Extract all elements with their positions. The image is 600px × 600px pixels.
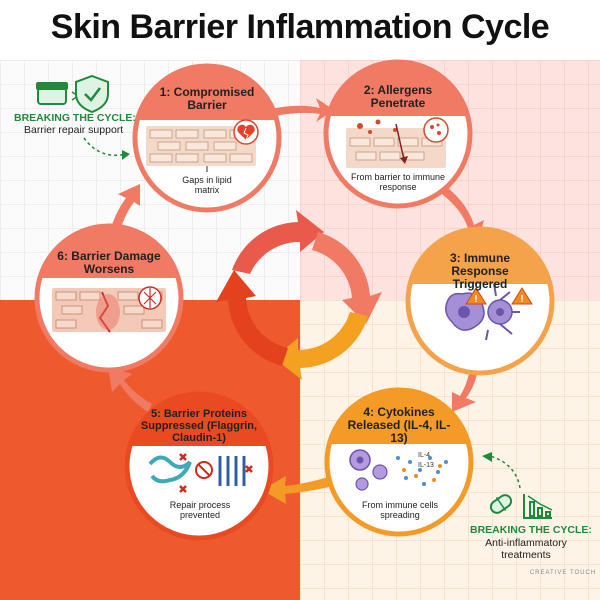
prohibited-icon: [195, 461, 213, 479]
immune-cell-icon: [349, 449, 388, 491]
breaking-cycle-left-text: Barrier repair support: [24, 124, 124, 136]
immune-cell-icon: [445, 283, 520, 341]
cream-jar-icon: [36, 82, 68, 105]
step-2-title: 2: Allergens Penetrate: [363, 83, 433, 110]
step-6-title: 6: Barrier Damage Worsens: [57, 249, 161, 276]
membrane-protein-icon: [218, 456, 246, 486]
cytokine-label-il4: IL-4: [418, 452, 431, 459]
step-3-circle: ! !: [405, 226, 555, 376]
step-6-circle: [34, 223, 184, 373]
arrow-4-to-5: [262, 476, 334, 504]
chart-icon: [523, 494, 553, 519]
outer-arrows: [108, 98, 484, 504]
svg-text:!: !: [474, 294, 477, 305]
step-5-title: 5: Barrier Proteins Suppressed (Flaggrin…: [140, 408, 258, 444]
warning-triangle-icon: ! !: [465, 287, 533, 305]
step-4-caption: From immune cells spreading: [361, 500, 438, 520]
breaking-cycle-right-graphic: [482, 452, 553, 519]
step-5-caption: Repair process prevented: [169, 500, 231, 520]
step-4-circle: [324, 387, 474, 537]
cytokine-label-il13: IL-13: [418, 462, 434, 469]
arrow-1-to-2: [258, 98, 334, 122]
center-cycle-arrows: [216, 210, 382, 380]
step-1-caption: Gaps in lipid matrix: [182, 175, 232, 195]
protein-chain-icon: [148, 455, 192, 484]
watermark-logo: CREATIVE TOUCH: [529, 570, 597, 576]
step-3-title: 3: Immune Response Triggered: [449, 251, 510, 291]
allergen-particles-icon: [357, 117, 449, 143]
step-5-circle: [124, 391, 274, 541]
pill-icon: [489, 494, 513, 514]
breaking-cycle-right-heading: BREAKING THE CYCLE:: [470, 524, 592, 536]
arrow-3-to-4: [452, 368, 478, 412]
center-arrow-top: [232, 210, 324, 274]
page-title: Skin Barrier Inflammation Cycle: [50, 8, 550, 46]
breaking-cycle-right-text: Anti-inflammatory treatments: [485, 537, 567, 561]
arrow-5-to-6: [108, 366, 152, 412]
svg-text:!: !: [520, 294, 523, 305]
center-arrow-left: [216, 270, 288, 366]
step-1-circle: [132, 63, 282, 213]
center-arrow-right: [312, 232, 382, 324]
step-4-title: 4: Cytokines Released (IL-4, IL-13): [347, 405, 451, 445]
step-2-circle: [323, 59, 473, 209]
step-1-title: 1: Compromised Barrier: [159, 85, 255, 112]
breaking-cycle-left-graphic: [36, 74, 130, 160]
center-arrow-bottom: [274, 312, 368, 380]
shield-check-icon: [75, 74, 109, 114]
cracked-heart-icon: [233, 119, 259, 145]
breaking-cycle-left-heading: BREAKING THE CYCLE:: [14, 112, 136, 124]
step-2-caption: From barrier to immune response: [350, 172, 446, 192]
